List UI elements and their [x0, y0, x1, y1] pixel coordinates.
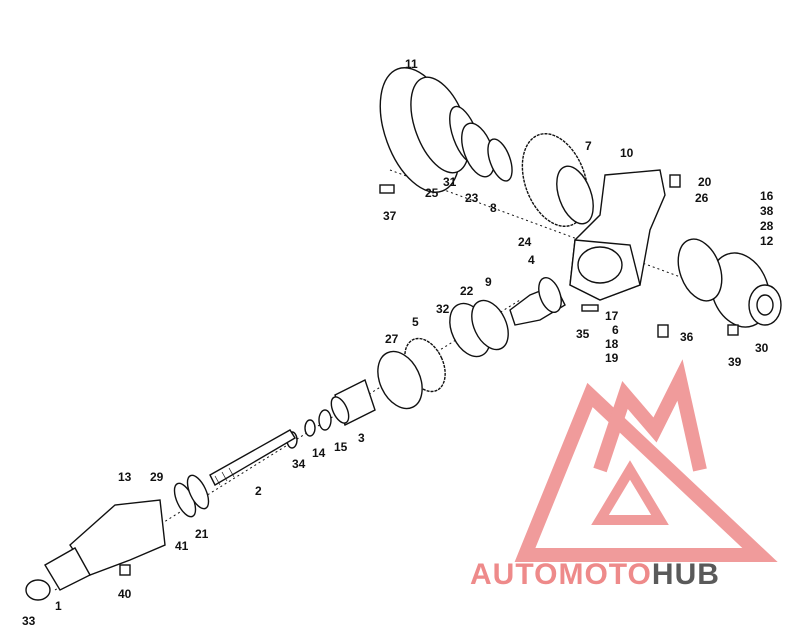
callout-17: 17: [605, 309, 619, 323]
watermark-logo: [514, 359, 778, 562]
callout-26: 26: [695, 191, 709, 205]
callout-41: 41: [175, 539, 189, 553]
callout-8: 8: [490, 201, 497, 215]
part-4-pinion: [509, 277, 566, 326]
part-23-bearing: [461, 122, 513, 182]
callout-38: 38: [760, 204, 774, 218]
callout-19: 19: [605, 351, 619, 365]
callout-24: 24: [518, 235, 532, 249]
callout-14: 14: [312, 446, 326, 460]
callout-36: 36: [680, 330, 694, 344]
callout-21: 21: [195, 527, 209, 541]
callout-4: 4: [528, 253, 535, 267]
callout-3: 3: [358, 431, 365, 445]
callout-33: 33: [22, 614, 36, 628]
callout-20: 20: [698, 175, 712, 189]
callout-31: 31: [443, 175, 457, 189]
part-1-end-cap: [25, 547, 91, 601]
callout-23: 23: [465, 191, 479, 205]
callout-9: 9: [485, 275, 492, 289]
watermark-text: AUTOMOTOHUB: [470, 558, 720, 591]
callout-10: 10: [620, 146, 634, 160]
part-2-shaft: [209, 429, 296, 486]
callout-5: 5: [412, 315, 419, 329]
callout-34: 34: [292, 457, 306, 471]
callout-40: 40: [118, 587, 132, 601]
part-12-flange: [677, 238, 782, 328]
part-10-housing: [569, 169, 666, 301]
callout-22: 22: [460, 284, 474, 298]
callout-18: 18: [605, 337, 619, 351]
callout-7: 7: [585, 139, 592, 153]
callout-27: 27: [385, 332, 399, 346]
part-14-15-34-rings: [286, 409, 332, 449]
part-22-bearing: [449, 299, 509, 358]
watermark-part-moto: MOTO: [558, 558, 651, 591]
callout-1: 1: [55, 599, 62, 613]
callout-15: 15: [334, 440, 348, 454]
callout-16: 16: [760, 189, 774, 203]
callout-37: 37: [383, 209, 397, 223]
callout-12: 12: [760, 234, 774, 248]
fasteners: [119, 174, 739, 576]
callout-13: 13: [118, 470, 132, 484]
callout-29: 29: [150, 470, 164, 484]
part-3-sleeve: [330, 379, 376, 426]
callout-labels: 1 2 3 4 5 6 7 8 9 10 11 12 13 14 15 16 1…: [22, 57, 774, 628]
svg-text:AUTOMOTOHUB: AUTOMOTOHUB: [470, 558, 720, 591]
watermark-part-auto: AUTO: [470, 558, 558, 591]
callout-39: 39: [728, 355, 742, 369]
callout-25: 25: [425, 186, 439, 200]
callout-35: 35: [576, 327, 590, 341]
watermark-part-hub: HUB: [652, 558, 720, 591]
callout-11: 11: [405, 57, 418, 71]
callout-30: 30: [755, 341, 769, 355]
callout-32: 32: [436, 302, 450, 316]
callout-2: 2: [255, 484, 262, 498]
callout-28: 28: [760, 219, 774, 233]
part-7-crown-gear: [521, 133, 594, 227]
part-5-gear: [377, 337, 446, 410]
callout-6: 6: [612, 323, 619, 337]
part-13-housing-tube: [69, 474, 210, 576]
